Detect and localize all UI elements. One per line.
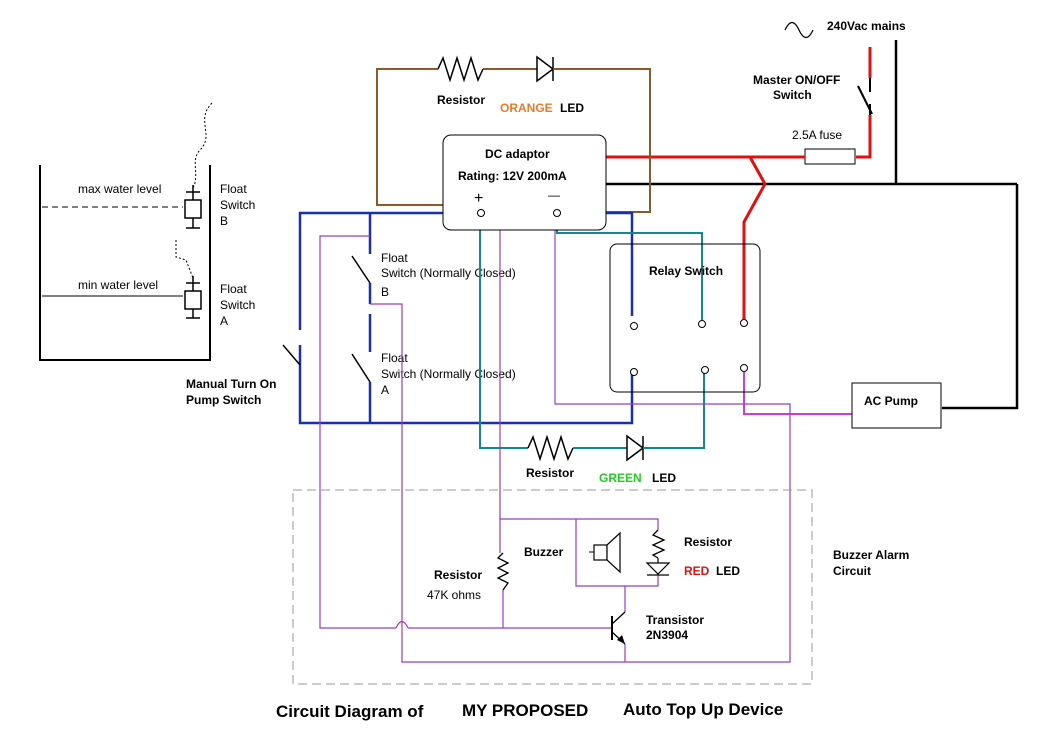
buzzer-alarm-circuit: Buzzer Alarm Circuit Buzzer Resistor RED… <box>292 489 909 685</box>
purple-wires <box>319 213 791 663</box>
max-water-level-label: max water level <box>78 182 161 196</box>
red-wires <box>606 155 805 320</box>
buzzer-resistor-label: Resistor <box>684 535 732 549</box>
ac-sine-icon <box>784 21 814 39</box>
black-wires <box>606 182 1019 410</box>
alarm-label-line2: Circuit <box>833 564 871 578</box>
green-led-label: LED <box>652 471 676 485</box>
buzzer-circuit-boundary <box>292 489 813 685</box>
relay-terminal-6 <box>740 364 748 372</box>
circuit-float-b-line3: B <box>381 285 389 299</box>
tank-float-b-line1: Float <box>220 182 247 196</box>
relay-label: Relay Switch <box>649 264 723 278</box>
tank-float-a-line1: Float <box>220 282 247 296</box>
manual-switch-line1: Manual Turn On <box>186 377 276 391</box>
manual-switch-line2: Pump Switch <box>186 393 261 407</box>
buzzer-resistor-icon <box>651 529 666 559</box>
circuit-float-b-line2: Switch (Normally Closed) <box>381 266 516 280</box>
mains-section: 240Vac mains Master ON/OFF Switch 2.5A f… <box>753 19 906 185</box>
relay-switch: Relay Switch <box>609 243 761 393</box>
green-led-color-word: GREEN <box>599 471 642 485</box>
green-led-loop: Resistor GREEN LED <box>479 213 705 485</box>
circuit-float-a-line1: Float <box>381 351 408 365</box>
water-tank: max water level min water level Float Sw… <box>39 102 255 361</box>
relay-terminal-1 <box>630 322 638 330</box>
orange-led-color-word: ORANGE <box>500 101 553 115</box>
transistor-icon <box>611 611 626 645</box>
relay-terminal-3 <box>740 319 748 327</box>
orange-led-loop: Resistor ORANGE LED <box>376 55 651 213</box>
min-water-level-label: min water level <box>78 278 158 292</box>
fuse-icon <box>804 148 856 165</box>
tank-float-a-line2: Switch <box>220 298 255 312</box>
tank-float-a-line3: A <box>220 314 228 328</box>
dc-adaptor: DC adaptor Rating: 12V 200mA + — <box>442 134 607 231</box>
mains-label: 240Vac mains <box>827 19 906 33</box>
float-a-cable <box>175 240 194 279</box>
relay-terminal-4 <box>630 368 638 376</box>
circuit-float-a-line2: Switch (Normally Closed) <box>381 367 516 381</box>
orange-led-label: LED <box>560 101 584 115</box>
adaptor-plus-terminal <box>477 209 485 217</box>
base-resistor-label: Resistor <box>434 568 482 582</box>
ac-pump: AC Pump <box>851 382 942 429</box>
buzzer-icon <box>589 531 621 574</box>
blue-wires <box>298 211 634 425</box>
adaptor-title: DC adaptor <box>485 147 550 161</box>
green-resistor-label: Resistor <box>526 466 574 480</box>
fuse-label: 2.5A fuse <box>792 128 842 142</box>
adaptor-rating: Rating: 12V 200mA <box>458 169 567 183</box>
red-led-icon <box>645 558 671 576</box>
red-led-label: LED <box>716 564 740 578</box>
green-resistor-icon <box>527 434 574 462</box>
title-part3: Auto Top Up Device <box>623 700 783 719</box>
title-part1: Circuit Diagram of <box>276 702 424 721</box>
tank-float-b-line2: Switch <box>220 198 255 212</box>
orange-resistor-label: Resistor <box>437 93 485 107</box>
diagram-title: Circuit Diagram of MY PROPOSED Auto Top … <box>276 700 783 721</box>
adaptor-plus: + <box>474 190 483 207</box>
circuit-switches: Float Switch (Normally Closed) B Float S… <box>186 251 516 407</box>
circuit-float-a-line3: A <box>381 383 389 397</box>
alarm-label-line1: Buzzer Alarm <box>833 548 909 562</box>
adaptor-minus-terminal <box>553 209 561 217</box>
master-switch-line1: Master ON/OFF <box>753 73 840 87</box>
title-part2: MY PROPOSED <box>462 701 588 720</box>
manual-switch-icon <box>282 344 301 366</box>
buzzer-label: Buzzer <box>524 545 564 559</box>
orange-resistor-icon <box>437 55 484 83</box>
circuit-float-b-switch-icon <box>351 255 371 284</box>
float-switch-a-icon <box>184 276 202 319</box>
magenta-wire <box>743 372 852 415</box>
pump-label: AC Pump <box>864 394 918 408</box>
base-resistor-icon <box>496 552 510 591</box>
tank-float-b-line3: B <box>220 214 228 228</box>
float-b-cable <box>192 102 213 189</box>
green-led-icon <box>626 434 645 462</box>
master-switch-line2: Switch <box>773 88 812 102</box>
red-led-color-word: RED <box>684 564 710 578</box>
relay-terminal-5 <box>701 366 709 374</box>
orange-led-icon <box>536 55 555 83</box>
circuit-float-a-switch-icon <box>351 353 371 383</box>
relay-terminal-2 <box>698 320 706 328</box>
transistor-part: 2N3904 <box>646 628 688 642</box>
float-switch-b-icon <box>184 185 202 229</box>
transistor-label: Transistor <box>646 613 704 627</box>
base-resistor-value: 47K ohms <box>427 588 481 602</box>
circuit-float-b-line1: Float <box>381 251 408 265</box>
adaptor-minus: — <box>548 188 560 202</box>
